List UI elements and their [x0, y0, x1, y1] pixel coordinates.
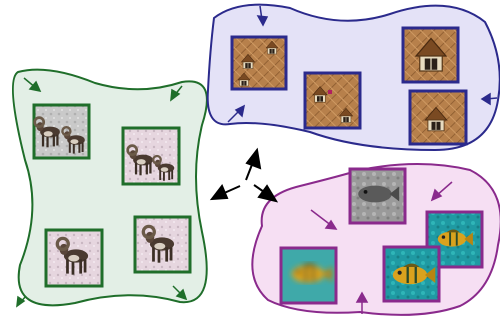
inward-arrows-roofs	[227, 5, 498, 123]
image-tile-ram	[44, 228, 104, 288]
image-tile-roof	[303, 71, 362, 130]
image-tile-fish	[382, 245, 441, 303]
image-tile-fish	[348, 167, 407, 225]
image-tile-fish	[279, 246, 338, 305]
center-arrow-left	[209, 184, 241, 201]
image-tile-roof	[230, 35, 288, 91]
image-tile-roof	[401, 26, 460, 84]
center-arrow-right	[253, 184, 279, 203]
cluster-fish	[251, 163, 500, 316]
image-tile-ram	[133, 215, 192, 274]
image-tile-ram	[32, 103, 91, 160]
cluster-rams	[11, 68, 208, 308]
center-arrow-up	[245, 147, 262, 181]
image-tile-roof	[408, 89, 468, 146]
center-arrows	[209, 147, 279, 203]
inward-arrows-rams	[16, 77, 188, 308]
image-tile-ram	[121, 126, 181, 186]
cluster-roofs	[206, 3, 500, 152]
inward-arrows-fish	[310, 181, 453, 314]
